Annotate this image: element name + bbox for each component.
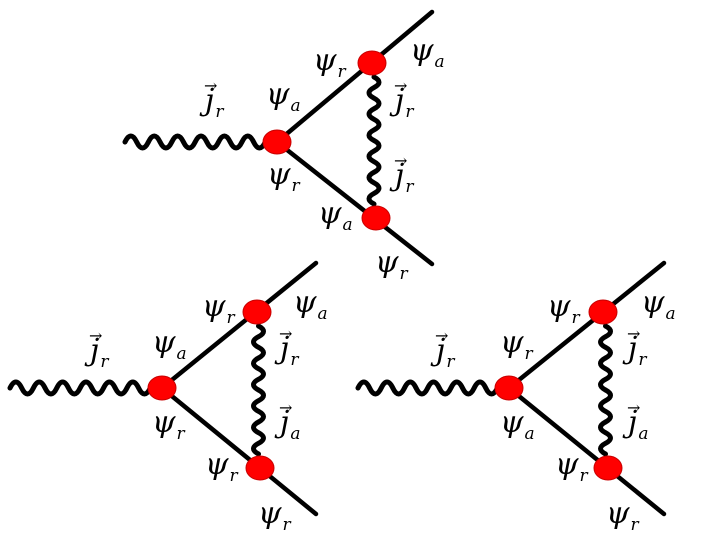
label-subscript: a xyxy=(291,96,301,116)
label-base: ψ xyxy=(202,289,226,324)
vector-arrow: → xyxy=(279,398,292,417)
label-base: ψ xyxy=(313,43,337,78)
psi-label: ψa xyxy=(293,285,328,324)
external-boson-line xyxy=(355,379,512,397)
vector-arrow: → xyxy=(394,151,407,170)
label-base: ψ xyxy=(152,325,176,360)
label-base: ψ xyxy=(641,285,665,320)
psi-label: ψr xyxy=(500,325,534,364)
fermion-line-upper xyxy=(274,9,435,145)
vertex-dot xyxy=(262,129,292,155)
label-base: ψ xyxy=(293,285,317,320)
label-subscript: r xyxy=(400,264,409,284)
label-subscript: r xyxy=(283,515,292,535)
label-subscript: r xyxy=(405,102,414,122)
psi-label: ψa xyxy=(500,405,535,444)
label-subscript: a xyxy=(638,424,648,444)
psi-label: ψa xyxy=(266,77,301,116)
external-boson-line xyxy=(122,133,280,151)
label-subscript: a xyxy=(666,304,676,324)
label-subscript: a xyxy=(318,304,328,324)
label-subscript: r xyxy=(290,350,299,370)
vertex-dot xyxy=(245,455,275,481)
label-subscript: a xyxy=(290,424,300,444)
internal-boson-line xyxy=(251,323,266,457)
vertex-dot xyxy=(361,205,391,231)
vertex-dot xyxy=(357,50,387,76)
vertex-dot xyxy=(242,299,272,325)
psi-label: ψr xyxy=(205,447,239,486)
label-subscript: r xyxy=(338,62,347,82)
fermion-line-lower xyxy=(159,385,319,517)
label-subscript: r xyxy=(100,352,109,372)
internal-boson-line xyxy=(598,323,613,457)
label-base: ψ xyxy=(410,33,434,68)
label-subscript: a xyxy=(525,424,535,444)
external-boson-line xyxy=(7,379,165,397)
label-subscript: a xyxy=(177,344,187,364)
psi-label: ψr xyxy=(152,405,186,444)
vertex-dot xyxy=(593,455,623,481)
fermion-line-upper xyxy=(159,260,319,391)
psi-label: ψa xyxy=(318,196,353,235)
label-base: ψ xyxy=(152,405,176,440)
label-subscript: r xyxy=(405,177,414,197)
vector-arrow: → xyxy=(204,76,217,95)
psi-label: ψr xyxy=(313,43,347,82)
label-subscript: r xyxy=(580,466,589,486)
label-base: ψ xyxy=(547,289,571,324)
psi-label: ψr xyxy=(375,245,409,284)
label-base: ψ xyxy=(606,496,630,531)
label-subscript: a xyxy=(343,215,353,235)
label-subscript: r xyxy=(446,352,455,372)
label-subscript: a xyxy=(435,52,445,72)
psi-label: ψr xyxy=(202,289,236,328)
psi-label: ψa xyxy=(152,325,187,364)
psi-label: ψr xyxy=(606,496,640,535)
vector-arrow: → xyxy=(435,326,448,345)
psi-label: ψa xyxy=(641,285,676,324)
fermion-line-lower xyxy=(274,139,435,267)
psi-label: ψa xyxy=(410,33,445,72)
label-base: ψ xyxy=(375,245,399,280)
label-base: ψ xyxy=(258,496,282,531)
label-subscript: r xyxy=(177,424,186,444)
label-subscript: r xyxy=(525,344,534,364)
label-subscript: r xyxy=(230,466,239,486)
label-base: ψ xyxy=(267,157,291,192)
label-base: ψ xyxy=(266,77,290,112)
vector-arrow: → xyxy=(627,324,640,343)
label-subscript: r xyxy=(215,102,224,122)
vertex-dot xyxy=(494,375,524,401)
vector-arrow: → xyxy=(279,324,292,343)
label-subscript: r xyxy=(631,515,640,535)
psi-label: ψr xyxy=(555,447,589,486)
label-base: ψ xyxy=(555,447,579,482)
fermion-line-upper xyxy=(506,260,667,391)
fermion-line-lower xyxy=(506,385,667,517)
internal-boson-line xyxy=(366,74,382,207)
vertex-dot xyxy=(147,375,177,401)
label-base: ψ xyxy=(318,196,342,231)
label-subscript: r xyxy=(638,350,647,370)
label-base: ψ xyxy=(500,405,524,440)
label-subscript: r xyxy=(227,308,236,328)
vector-arrow: → xyxy=(627,398,640,417)
psi-label: ψr xyxy=(547,289,581,328)
label-base: ψ xyxy=(500,325,524,360)
vector-arrow: → xyxy=(394,76,407,95)
label-subscript: r xyxy=(572,308,581,328)
label-base: ψ xyxy=(205,447,229,482)
psi-label: ψr xyxy=(258,496,292,535)
vertex-dot xyxy=(588,299,618,325)
label-subscript: r xyxy=(292,176,301,196)
psi-label: ψr xyxy=(267,157,301,196)
vector-arrow: → xyxy=(89,326,102,345)
